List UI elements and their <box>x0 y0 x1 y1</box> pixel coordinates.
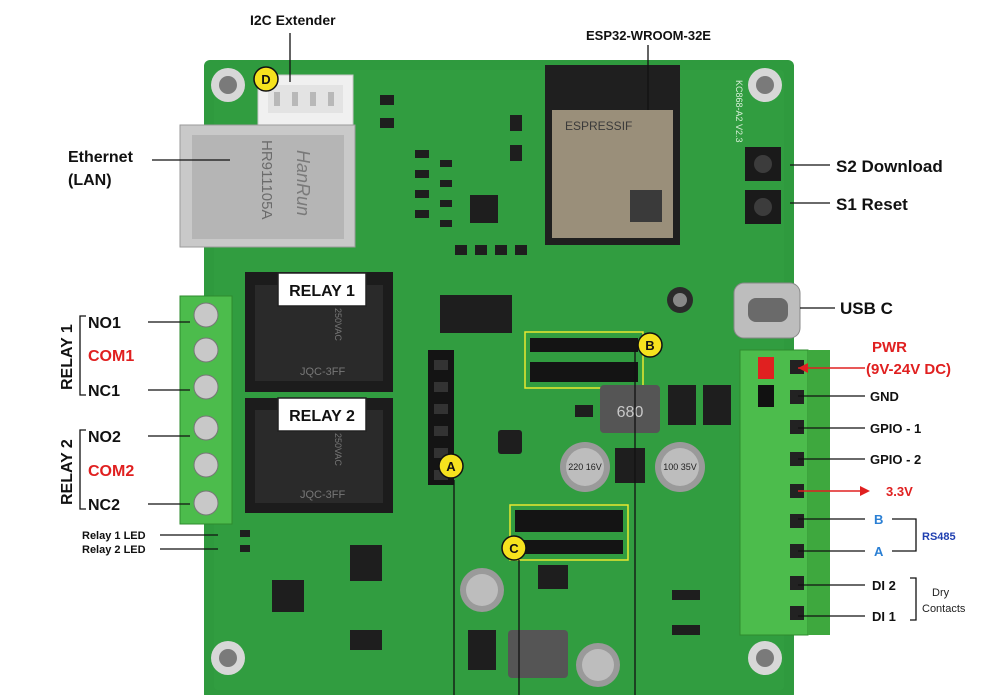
label-esp32: ESP32-WROOM-32E <box>586 28 711 43</box>
label-di1: DI 1 <box>872 609 896 624</box>
capacitor-220: 220 16V <box>560 442 610 492</box>
marker-d: D <box>253 66 279 92</box>
relay-2-rating: 10A 250VAC <box>333 415 343 466</box>
label-ethernet: Ethernet <box>68 149 134 166</box>
label-pwr: PWR <box>872 339 907 356</box>
ethernet-jack-part: HR911105A <box>258 140 275 220</box>
mounting-hole-br <box>748 641 782 675</box>
capacitor-100: 100 35V <box>655 442 705 492</box>
esp32-brand: ESPRESSIF <box>565 119 632 133</box>
ic-chip-mid <box>440 295 512 333</box>
ethernet-jack: HR911105A HanRun <box>179 124 356 248</box>
relay-1-header-label: RELAY 1 <box>289 283 355 300</box>
inductor-bottom <box>508 630 568 678</box>
capacitor-bottom <box>576 643 620 687</box>
header-b <box>524 331 644 389</box>
label-nc1: NC1 <box>88 383 120 400</box>
label-ethernet-lan: (LAN) <box>68 172 112 189</box>
s2-button <box>745 147 781 181</box>
relay-1-header: RELAY 1 <box>277 272 367 307</box>
label-s1-reset: S1 Reset <box>836 195 908 214</box>
label-relay2-led: Relay 2 LED <box>82 544 146 556</box>
label-a: A <box>874 544 884 559</box>
relay-1-part: JQC-3FF <box>300 366 346 378</box>
marker-d-label: D <box>261 72 270 87</box>
mounting-hole-tl <box>211 68 245 102</box>
marker-a-label: A <box>446 459 456 474</box>
leader-lines <box>79 33 917 695</box>
smd-bottom-cluster <box>240 385 731 670</box>
mounting-hole-tr <box>748 68 782 102</box>
label-relay1-side: RELAY 1 <box>59 324 76 390</box>
capacitor-100-label: 100 35V <box>663 462 697 472</box>
esp32-module: ESPRESSIF <box>545 65 680 245</box>
relay-2-header-label: RELAY 2 <box>289 408 355 425</box>
relay-2-header: RELAY 2 <box>277 397 367 432</box>
label-no2: NO2 <box>88 429 121 446</box>
inductor-680: 680 <box>600 385 660 433</box>
label-relay2-side: RELAY 2 <box>59 439 76 505</box>
label-rs485: RS485 <box>922 531 956 543</box>
inductor-label: 680 <box>617 404 644 421</box>
label-no1: NO1 <box>88 315 121 332</box>
label-3v3: 3.3V <box>886 484 913 499</box>
marker-c: C <box>501 535 527 561</box>
usb-c-port <box>733 282 801 339</box>
capacitor-220-label: 220 16V <box>568 462 602 472</box>
board-id: KC868-A2 V2.3 <box>734 80 744 143</box>
label-b: B <box>874 512 883 527</box>
marker-a: A <box>438 453 464 479</box>
marker-b: B <box>637 332 663 358</box>
mounting-hole-mid <box>667 287 693 313</box>
label-gpio2: GPIO - 2 <box>870 452 921 467</box>
label-com1: COM1 <box>88 348 134 365</box>
label-usb-c: USB C <box>840 299 893 318</box>
relay-1-rating: 10A 250VAC <box>333 290 343 341</box>
label-com2: COM2 <box>88 463 134 480</box>
ethernet-jack-brand: HanRun <box>293 150 313 216</box>
label-nc2: NC2 <box>88 497 120 514</box>
power-terminal-block <box>739 349 830 636</box>
pwr-arrow <box>798 363 865 373</box>
relay-terminal-block <box>179 295 233 525</box>
label-i2c-extender: I2C Extender <box>250 12 336 28</box>
label-s2-download: S2 Download <box>836 157 943 176</box>
label-relay1-led: Relay 1 LED <box>82 530 146 542</box>
marker-b-label: B <box>645 338 654 353</box>
capacitor-small <box>460 568 504 612</box>
label-gpio1: GPIO - 1 <box>870 421 921 436</box>
label-pwr-range: (9V-24V DC) <box>866 361 951 378</box>
marker-c-label: C <box>509 541 519 556</box>
mounting-hole-bl <box>211 641 245 675</box>
relay-2-part: JQC-3FF <box>300 489 346 501</box>
v33-arrow <box>798 486 870 496</box>
label-contacts: Contacts <box>922 603 966 615</box>
s1-button <box>745 190 781 224</box>
label-di2: DI 2 <box>872 578 896 593</box>
label-gnd: GND <box>870 389 899 404</box>
smd-top-cluster <box>380 95 527 255</box>
gnd-black-marker <box>758 385 774 407</box>
relay-1: JQC-3FF 10A 250VAC <box>245 272 393 392</box>
header-c <box>509 504 629 561</box>
pwr-red-marker <box>758 357 774 379</box>
label-dry: Dry <box>932 587 950 599</box>
